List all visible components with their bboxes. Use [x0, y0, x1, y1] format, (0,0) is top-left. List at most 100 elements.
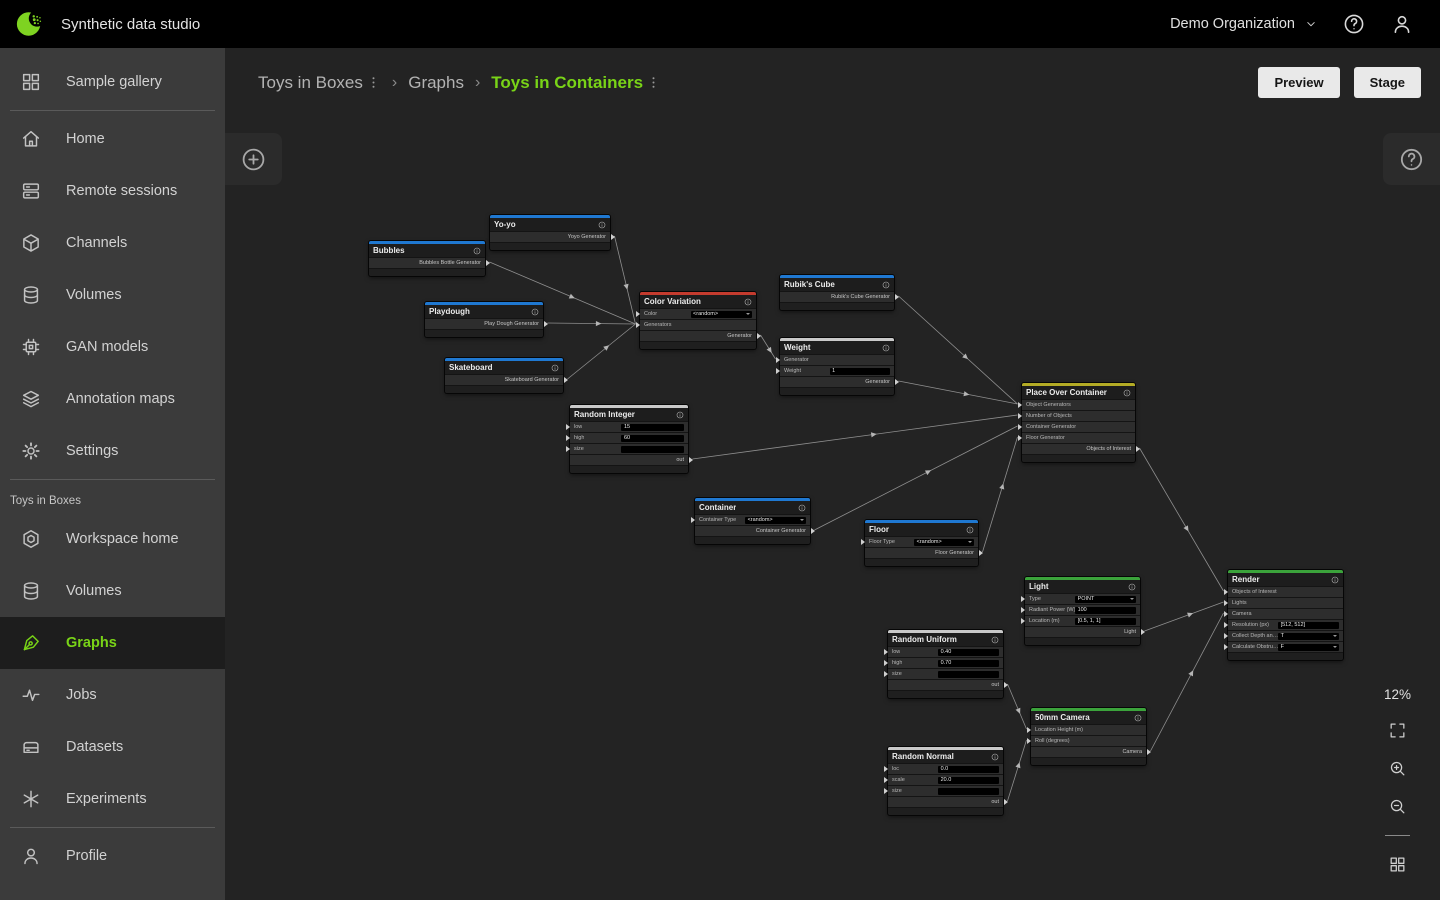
sidebar-item-gan-models[interactable]: GAN models — [0, 321, 225, 373]
node-field[interactable]: 15 — [621, 423, 684, 431]
input-port[interactable] — [565, 435, 570, 441]
input-port[interactable] — [1223, 589, 1228, 595]
input-port[interactable] — [1223, 622, 1228, 628]
node-field[interactable]: 0.0 — [938, 765, 999, 773]
input-port[interactable] — [690, 517, 695, 523]
input-port[interactable] — [1223, 644, 1228, 650]
sidebar-item-workspace-home[interactable]: Workspace home — [0, 513, 225, 565]
fit-view-button[interactable] — [1388, 721, 1407, 740]
output-port[interactable] — [610, 234, 615, 240]
node-field[interactable]: 0.40 — [938, 648, 999, 656]
sidebar-item-datasets[interactable]: Datasets — [0, 721, 225, 773]
output-port[interactable] — [1003, 799, 1008, 805]
zoom-in-button[interactable] — [1388, 759, 1407, 778]
node-field[interactable]: 0.70 — [938, 659, 999, 667]
node-field[interactable]: 1 — [829, 367, 890, 375]
output-port[interactable] — [894, 294, 899, 300]
add-node-button[interactable] — [225, 133, 282, 185]
node-field[interactable] — [621, 445, 684, 453]
input-port[interactable] — [883, 788, 888, 794]
node-select[interactable]: <random> — [690, 310, 752, 318]
input-port[interactable] — [635, 322, 640, 328]
output-port[interactable] — [894, 379, 899, 385]
input-port[interactable] — [1020, 607, 1025, 613]
info-icon[interactable] — [882, 281, 890, 289]
info-icon[interactable] — [798, 504, 806, 512]
input-port[interactable] — [1017, 413, 1022, 419]
info-icon[interactable] — [744, 298, 752, 306]
input-port[interactable] — [1026, 738, 1031, 744]
info-icon[interactable] — [676, 411, 684, 419]
sidebar-item-graphs[interactable]: Graphs — [0, 617, 225, 669]
input-port[interactable] — [1017, 435, 1022, 441]
input-port[interactable] — [565, 446, 570, 452]
input-port[interactable] — [775, 357, 780, 363]
info-icon[interactable] — [531, 308, 539, 316]
input-port[interactable] — [883, 766, 888, 772]
input-port[interactable] — [883, 660, 888, 666]
input-port[interactable] — [1017, 402, 1022, 408]
output-port[interactable] — [563, 377, 568, 383]
input-port[interactable] — [635, 311, 640, 317]
info-icon[interactable] — [551, 364, 559, 372]
user-icon[interactable] — [1390, 12, 1414, 36]
sidebar-item-volumes[interactable]: Volumes — [0, 269, 225, 321]
output-port[interactable] — [485, 260, 490, 266]
node-select[interactable]: <random> — [914, 538, 974, 546]
breadcrumb-item-graphs[interactable]: Graphs — [408, 72, 464, 92]
sidebar-item-channels[interactable]: Channels — [0, 217, 225, 269]
info-icon[interactable] — [1123, 389, 1131, 397]
node-field[interactable]: 100 — [1075, 606, 1136, 614]
info-icon[interactable] — [882, 344, 890, 352]
sidebar-item-settings[interactable]: Settings — [0, 425, 225, 477]
info-icon[interactable] — [1134, 714, 1142, 722]
input-port[interactable] — [1020, 596, 1025, 602]
info-icon[interactable] — [991, 636, 999, 644]
node-select[interactable]: T — [1278, 632, 1339, 640]
org-selector[interactable]: Demo Organization — [1170, 16, 1318, 32]
sidebar-item-experiments[interactable]: Experiments — [0, 773, 225, 825]
output-port[interactable] — [978, 550, 983, 556]
info-icon[interactable] — [473, 247, 481, 255]
info-icon[interactable] — [1128, 583, 1136, 591]
output-port[interactable] — [810, 528, 815, 534]
output-port[interactable] — [756, 333, 761, 339]
breadcrumb-item-toys-in-boxes[interactable]: Toys in Boxes — [258, 72, 363, 92]
node-select[interactable]: F — [1278, 643, 1339, 651]
input-port[interactable] — [1026, 727, 1031, 733]
stage-button[interactable]: Stage — [1353, 67, 1421, 98]
sidebar-item-profile[interactable]: Profile — [0, 830, 225, 882]
node-select[interactable]: <random> — [745, 516, 806, 524]
sidebar-item-annotation-maps[interactable]: Annotation maps — [0, 373, 225, 425]
info-icon[interactable] — [598, 221, 606, 229]
kebab-menu-icon[interactable] — [366, 75, 381, 90]
output-port[interactable] — [1146, 749, 1151, 755]
input-port[interactable] — [883, 649, 888, 655]
input-port[interactable] — [860, 539, 865, 545]
input-port[interactable] — [1223, 611, 1228, 617]
node-select[interactable]: POINT — [1075, 595, 1136, 603]
node-field[interactable]: 20.0 — [938, 776, 999, 784]
input-port[interactable] — [1017, 424, 1022, 430]
input-port[interactable] — [1223, 633, 1228, 639]
input-port[interactable] — [883, 671, 888, 677]
node-field[interactable]: [0.5, 1, 1] — [1075, 617, 1136, 625]
sidebar-item-remote-sessions[interactable]: Remote sessions — [0, 165, 225, 217]
node-field[interactable] — [938, 670, 999, 678]
